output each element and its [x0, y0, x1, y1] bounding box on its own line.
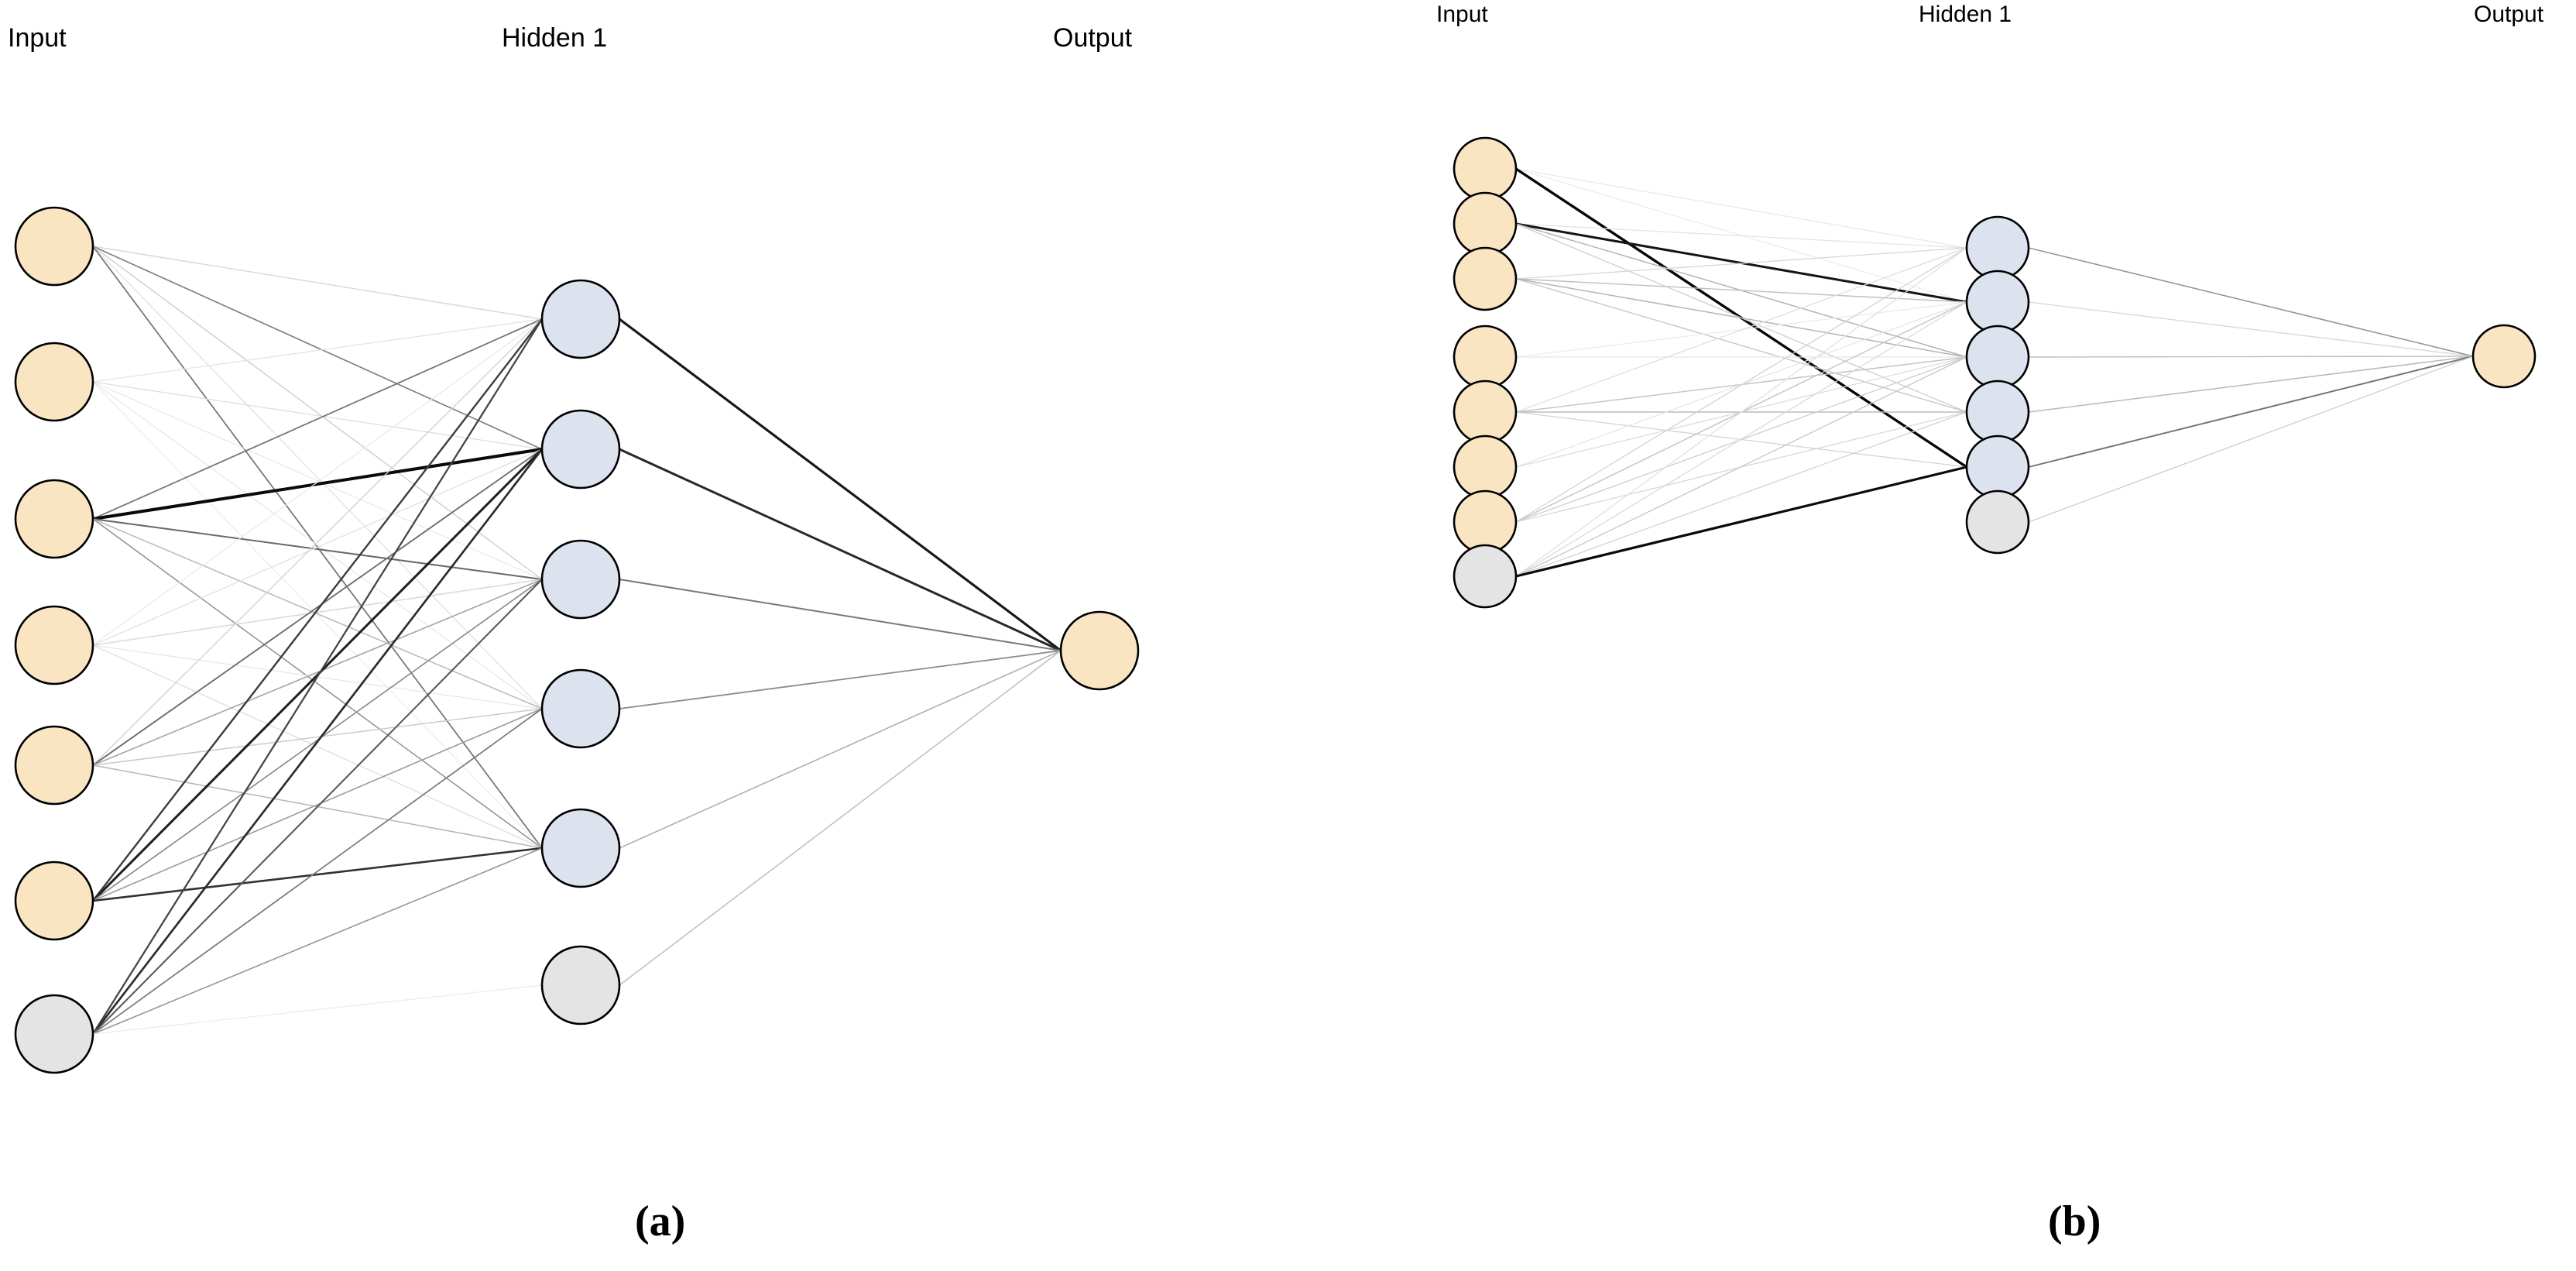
node-hidden-4[interactable]: [1965, 380, 2030, 445]
connection-input-hidden: [1515, 411, 1967, 577]
connection-hidden-output: [619, 448, 1062, 652]
node-hidden-4[interactable]: [540, 668, 621, 749]
connection-input-hidden: [92, 579, 543, 766]
connection-hidden-output: [2028, 301, 2474, 357]
node-input-5[interactable]: [14, 725, 94, 806]
connection-hidden-output: [619, 650, 1062, 986]
layer-label-output: Output: [1053, 23, 1133, 53]
connection-input-hidden: [92, 318, 543, 766]
node-input-7[interactable]: [1453, 490, 1518, 555]
node-input-3[interactable]: [14, 479, 94, 559]
connection-input-hidden: [92, 381, 543, 450]
connection-hidden-output: [2028, 356, 2474, 358]
connection-input-hidden: [1515, 247, 1967, 413]
connection-input-hidden: [1515, 278, 1967, 303]
connection-input-hidden: [92, 644, 543, 849]
connection-input-hidden: [92, 579, 543, 646]
layer-label-output: Output: [2474, 2, 2544, 27]
node-group-b: [1453, 136, 2537, 609]
node-hidden-1[interactable]: [540, 279, 621, 359]
connection-input-hidden: [92, 518, 543, 580]
node-output-1[interactable]: [1059, 610, 1140, 691]
connection-input-hidden: [1515, 301, 1967, 577]
network-panel-a: Input Hidden 1 Output (a): [0, 0, 1270, 1271]
connection-hidden-output: [2028, 356, 2474, 413]
network-panel-b: Input Hidden 1 Output (b): [1270, 0, 2576, 1271]
connection-input-hidden: [1515, 356, 1967, 577]
node-input-2[interactable]: [14, 342, 94, 422]
connection-input-hidden: [92, 246, 543, 709]
connection-input-hidden: [1515, 465, 1967, 578]
connection-input-hidden: [92, 708, 543, 766]
panel-caption-a: (a): [635, 1197, 686, 1245]
node-hidden-5[interactable]: [540, 808, 621, 888]
panel-caption-b: (b): [2048, 1197, 2101, 1245]
node-hidden-bias[interactable]: [540, 945, 621, 1025]
connection-input-hidden: [1515, 247, 1967, 280]
node-output-1[interactable]: [2471, 324, 2537, 389]
connection-input-hidden: [1515, 247, 1967, 577]
connection-input-hidden: [92, 708, 543, 902]
connection-input-hidden: [92, 984, 543, 1035]
connection-input-hidden: [92, 318, 543, 1035]
node-input-6[interactable]: [14, 861, 94, 941]
connection-input-hidden: [92, 381, 543, 709]
node-input-bias[interactable]: [14, 994, 94, 1074]
layer-label-hidden: Hidden 1: [1919, 2, 2012, 27]
connection-input-hidden: [92, 448, 543, 520]
layer-label-input: Input: [8, 23, 67, 53]
node-input-1[interactable]: [1453, 136, 1518, 201]
connection-input-hidden: [92, 318, 543, 902]
connection-input-hidden: [92, 318, 543, 646]
connection-input-hidden: [92, 381, 543, 849]
node-input-6[interactable]: [1453, 435, 1518, 500]
connection-input-hidden: [92, 847, 543, 902]
connection-input-hidden: [92, 847, 543, 1035]
connection-input-hidden: [1515, 278, 1967, 413]
connection-hidden-output: [619, 318, 1062, 652]
network-graph-b: [1453, 136, 2537, 609]
connection-input-hidden: [91, 448, 544, 1035]
connection-input-hidden: [1515, 278, 1967, 358]
connection-input-hidden: [92, 318, 543, 520]
node-hidden-3[interactable]: [540, 539, 621, 620]
connection-input-hidden: [1515, 168, 1967, 249]
network-graph-a: [14, 206, 1140, 1074]
connection-hidden-output: [2028, 247, 2474, 357]
edge-group-a: [91, 246, 1062, 1035]
connection-hidden-output: [619, 650, 1062, 709]
node-input-4[interactable]: [14, 605, 94, 685]
node-input-1[interactable]: [14, 206, 94, 287]
node-input-3[interactable]: [1453, 246, 1518, 311]
connection-hidden-output: [619, 579, 1062, 651]
node-input-2[interactable]: [1453, 191, 1518, 256]
node-hidden-3[interactable]: [1965, 325, 2030, 390]
connection-hidden-output: [2028, 356, 2474, 523]
node-input-4[interactable]: [1453, 325, 1518, 390]
connection-input-hidden: [92, 518, 543, 849]
connection-input-hidden: [92, 518, 543, 709]
connection-input-hidden: [92, 246, 543, 320]
node-hidden-bias[interactable]: [1965, 490, 2030, 555]
node-hidden-1[interactable]: [1965, 215, 2030, 280]
connection-input-hidden: [1515, 223, 1967, 249]
node-group-a: [14, 206, 1140, 1074]
connection-input-hidden: [92, 708, 543, 1035]
node-hidden-2[interactable]: [540, 409, 621, 490]
layer-label-hidden: Hidden 1: [502, 23, 608, 53]
node-input-bias[interactable]: [1453, 544, 1518, 609]
connection-input-hidden: [92, 448, 543, 766]
connection-hidden-output: [2028, 356, 2474, 468]
connection-input-hidden: [92, 246, 543, 580]
connection-input-hidden: [92, 579, 543, 1035]
node-hidden-5[interactable]: [1965, 435, 2030, 500]
node-hidden-2[interactable]: [1965, 270, 2030, 335]
edge-group-b: [1515, 167, 2474, 578]
layer-label-input: Input: [1436, 2, 1488, 27]
connection-hidden-output: [619, 650, 1062, 849]
connection-input-hidden: [92, 448, 543, 646]
node-input-5[interactable]: [1453, 380, 1518, 445]
connection-input-hidden: [92, 318, 543, 383]
connection-input-hidden: [1515, 247, 1967, 523]
